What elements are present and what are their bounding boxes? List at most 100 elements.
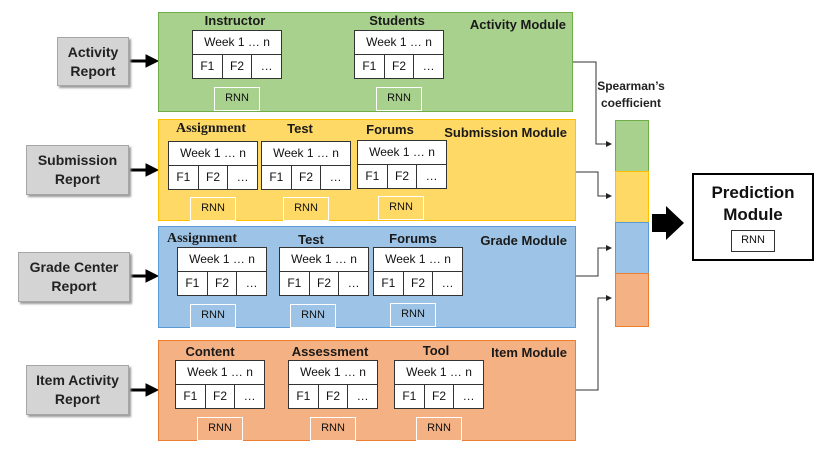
group-label-assignment: Assignment	[175, 121, 246, 136]
feature-table-tool: Week 1 … n F1 F2 …	[394, 360, 484, 409]
feature-cell-f1: F1	[287, 276, 302, 290]
feature-table-test: Week 1 … n F1 F2 …	[261, 141, 351, 190]
week-header: Week 1 … n	[193, 31, 281, 55]
feature-table-assignment: Week 1 … n F1 F2 …	[168, 141, 258, 190]
report-submission: Submission Report	[26, 145, 129, 195]
feature-table-assessment: Week 1 … n F1 F2 …	[288, 360, 378, 409]
feature-table-assignment: Week 1 … n F1 F2 …	[177, 247, 267, 296]
group-label-tool: Tool	[422, 343, 450, 358]
group-label-forums: Forums	[389, 231, 437, 246]
group-label-assignment: Assignment	[166, 231, 237, 246]
feature-cell-more: …	[338, 272, 368, 295]
feature-cell-f1: F1	[381, 276, 396, 290]
feature-table-students: Week 1 … n F1 F2 …	[354, 30, 444, 79]
prediction-module-title: Prediction Module	[711, 183, 795, 224]
feature-cell-f2: F2	[204, 385, 235, 408]
item-module-title: Item Module	[491, 345, 567, 360]
report-item-activity: Item Activity Report	[26, 365, 129, 415]
report-grade-center: Grade Center Report	[18, 252, 130, 302]
feature-cell-f1: F1	[176, 170, 191, 184]
feature-cell-more: …	[453, 385, 483, 408]
week-header: Week 1 … n	[395, 361, 483, 385]
rnn-students: RNN	[376, 87, 422, 111]
rnn-test: RNN	[283, 197, 329, 221]
spearman-segment-activity	[615, 120, 649, 174]
feature-cell-f1: F1	[365, 169, 380, 183]
week-header: Week 1 … n	[358, 141, 446, 165]
report-arrow-submission-head	[145, 163, 160, 177]
group-label-forums: Forums	[366, 122, 414, 137]
feature-cell-f1: F1	[402, 389, 417, 403]
activity-module-title: Activity Module	[469, 17, 566, 32]
week-header: Week 1 … n	[176, 361, 264, 385]
report-activity: Activity Report	[57, 37, 129, 86]
feature-cell-f2: F2	[386, 165, 417, 188]
feature-table-content: Week 1 … n F1 F2 …	[175, 360, 265, 409]
activity-module: Activity Module Instructor Week 1 … n F1…	[158, 12, 573, 112]
prediction-rnn: RNN	[731, 230, 775, 252]
rnn-assignment: RNN	[190, 304, 236, 328]
feature-cell-more: …	[416, 165, 446, 188]
report-arrow-grade-head	[145, 269, 160, 283]
feature-cell-more: …	[234, 385, 264, 408]
week-header: Week 1 … n	[355, 31, 443, 55]
feature-cell-f1: F1	[183, 389, 198, 403]
feature-cell-f2: F2	[206, 272, 237, 295]
feature-cell-f2: F2	[197, 166, 228, 189]
group-label-test: Test	[287, 121, 313, 136]
group-label-content: Content	[185, 344, 235, 359]
rnn-instructor: RNN	[214, 87, 260, 111]
week-header: Week 1 … n	[262, 142, 350, 166]
group-label-test: Test	[298, 232, 324, 247]
rnn-tool: RNN	[416, 417, 462, 441]
feature-cell-f2: F2	[383, 55, 414, 78]
prediction-module: Prediction Module RNN	[692, 173, 814, 261]
group-label-students: Students	[369, 13, 425, 28]
spearman-segment-item	[615, 273, 649, 327]
report-arrow-item-head	[145, 383, 160, 397]
feature-cell-f1: F1	[362, 59, 377, 73]
feature-cell-more: …	[347, 385, 377, 408]
report-grade-center-label: Grade Center Report	[29, 259, 119, 294]
item-module: Item Module Content Week 1 … n F1 F2 … R…	[158, 340, 576, 441]
submission-module: Submission Module Assignment Week 1 … n …	[158, 119, 576, 221]
week-header: Week 1 … n	[280, 248, 368, 272]
feature-cell-f2: F2	[402, 272, 433, 295]
submission-module-title: Submission Module	[444, 125, 567, 140]
feature-cell-more: …	[413, 55, 443, 78]
feature-cell-f1: F1	[200, 59, 215, 73]
feature-cell-f2: F2	[317, 385, 348, 408]
module-connectors	[573, 61, 612, 391]
feature-cell-f2: F2	[423, 385, 454, 408]
feature-cell-f2: F2	[290, 166, 321, 189]
grade-module: Grade Module Assignment Week 1 … n F1 F2…	[158, 226, 576, 328]
report-item-activity-label: Item Activity Report	[36, 372, 119, 407]
feature-cell-more: …	[251, 55, 281, 78]
week-header: Week 1 … n	[169, 142, 257, 166]
group-label-instructor: Instructor	[204, 13, 266, 28]
feature-cell-more: …	[236, 272, 266, 295]
feature-cell-f1: F1	[269, 170, 284, 184]
rnn-test: RNN	[290, 304, 336, 328]
week-header: Week 1 … n	[289, 361, 377, 385]
feature-cell-f2: F2	[221, 55, 252, 78]
group-label-assessment: Assessment	[291, 344, 369, 359]
report-submission-label: Submission Report	[37, 152, 118, 187]
rnn-forums: RNN	[390, 303, 436, 327]
feature-table-forums: Week 1 … n F1 F2 …	[357, 140, 447, 189]
rnn-forums: RNN	[378, 196, 424, 220]
feature-cell-more: …	[432, 272, 462, 295]
feature-cell-f1: F1	[185, 276, 200, 290]
feature-cell-more: …	[320, 166, 350, 189]
feature-cell-f1: F1	[296, 389, 311, 403]
grade-module-title: Grade Module	[480, 233, 567, 248]
feature-table-forums: Week 1 … n F1 F2 …	[373, 247, 463, 296]
spearman-segment-submission	[615, 171, 649, 225]
feature-cell-f2: F2	[308, 272, 339, 295]
feature-table-instructor: Week 1 … n F1 F2 …	[192, 30, 282, 79]
week-header: Week 1 … n	[374, 248, 462, 272]
prediction-arrow	[652, 206, 684, 240]
rnn-content: RNN	[197, 417, 243, 441]
feature-cell-more: …	[227, 166, 257, 189]
feature-table-test: Week 1 … n F1 F2 …	[279, 247, 369, 296]
